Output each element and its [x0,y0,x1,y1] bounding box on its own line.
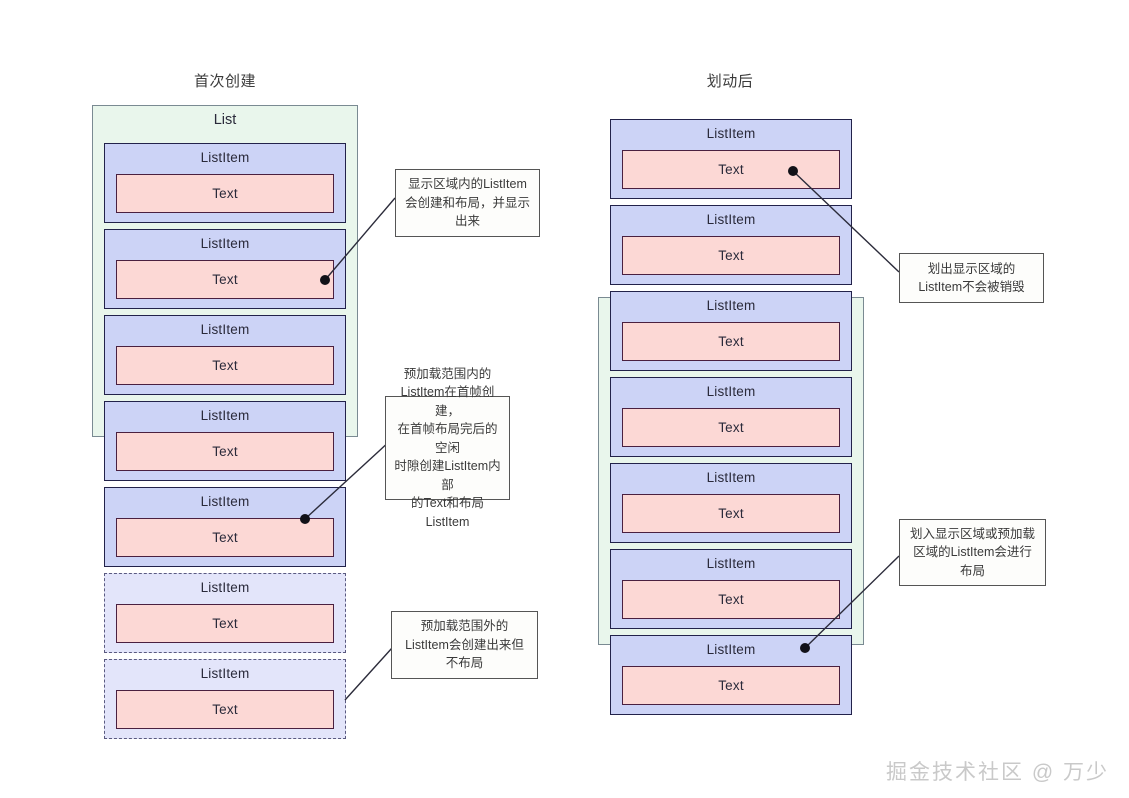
left-column-title: 首次创建 [193,73,256,90]
left-list-item-5-text: Text [212,530,238,545]
left-list-item-7-label: ListItem [200,666,250,681]
left-list-item-1[interactable]: ListItem Text [104,143,346,223]
left-list-item-3-text: Text [212,358,238,373]
left-list-item-3-label: ListItem [200,322,250,337]
right-list-item-3[interactable]: ListItem Text [610,291,852,371]
left-list-item-1-text-box[interactable]: Text [116,174,334,213]
left-list-item-1-text: Text [212,186,238,201]
right-list-item-4-text: Text [718,420,744,435]
right-list-item-2[interactable]: ListItem Text [610,205,852,285]
right-list-item-4-text-box[interactable]: Text [622,408,840,447]
right-list-item-6-label: ListItem [706,556,756,571]
left-list-item-6-text-box[interactable]: Text [116,604,334,643]
left-list-item-2-label: ListItem [200,236,250,251]
right-list-item-5-label: ListItem [706,470,756,485]
right-column-title: 划动后 [706,73,754,90]
right-list-item-1-label: ListItem [706,126,756,141]
right-list-item-3-label: ListItem [706,298,756,313]
leader-line-note3 [344,647,393,701]
left-list-item-5-label: ListItem [200,494,250,509]
right-list-item-3-text: Text [718,334,744,349]
left-list-item-7-text: Text [212,702,238,717]
left-list-item-2[interactable]: ListItem Text [104,229,346,309]
left-list-item-5[interactable]: ListItem Text [104,487,346,567]
right-list-item-5-text: Text [718,506,744,521]
right-list-item-2-text: Text [718,248,744,263]
note-visible-area-text: 显示区域内的ListItem 会创建和布局，并显示 出来 [404,177,530,229]
note-preload-inside-text: 预加载范围内的 ListItem在首帧创建， 在首帧布局完后的空闲 时隙创建Li… [394,366,501,529]
right-list-item-2-label: ListItem [706,212,756,227]
right-list-item-1-text-box[interactable]: Text [622,150,840,189]
note-scrolled-in: 划入显示区域或预加载 区域的ListItem会进行 布局 [899,519,1046,586]
note-preload-outside: 预加载范围外的 ListItem会创建出来但 不布局 [391,611,538,679]
left-list-item-2-text: Text [212,272,238,287]
left-list-item-1-label: ListItem [200,150,250,165]
watermark: 掘金技术社区 @ 万少 [886,761,1109,784]
right-list-item-7-text-box[interactable]: Text [622,666,840,705]
left-list-item-2-text-box[interactable]: Text [116,260,334,299]
left-list-item-6[interactable]: ListItem Text [104,573,346,653]
right-list-item-1-text: Text [718,162,744,177]
note-scrolled-out: 划出显示区域的 ListItem不会被销毁 [899,253,1044,303]
right-list-item-6[interactable]: ListItem Text [610,549,852,629]
left-list-item-4-label: ListItem [200,408,250,423]
note-preload-inside: 预加载范围内的 ListItem在首帧创建， 在首帧布局完后的空闲 时隙创建Li… [385,367,510,529]
left-list-item-7-text-box[interactable]: Text [116,690,334,729]
left-list-item-4[interactable]: ListItem Text [104,401,346,481]
left-list-item-4-text-box[interactable]: Text [116,432,334,471]
left-list-item-5-text-box[interactable]: Text [116,518,334,557]
left-list-item-4-text: Text [212,444,238,459]
left-list-item-6-label: ListItem [200,580,250,595]
left-list-item-6-text: Text [212,616,238,631]
right-list-item-6-text: Text [718,592,744,607]
left-list-item-3[interactable]: ListItem Text [104,315,346,395]
note-visible-area: 显示区域内的ListItem 会创建和布局，并显示 出来 [395,169,540,237]
right-list-item-2-text-box[interactable]: Text [622,236,840,275]
note-scrolled-in-text: 划入显示区域或预加载 区域的ListItem会进行 布局 [909,526,1035,578]
right-list-item-5[interactable]: ListItem Text [610,463,852,543]
right-list-item-3-text-box[interactable]: Text [622,322,840,361]
note-preload-outside-text: 预加载范围外的 ListItem会创建出来但 不布局 [405,619,524,671]
right-list-item-4[interactable]: ListItem Text [610,377,852,457]
right-list-item-6-text-box[interactable]: Text [622,580,840,619]
right-list-item-7[interactable]: ListItem Text [610,635,852,715]
note-scrolled-out-text: 划出显示区域的 ListItem不会被销毁 [918,261,1025,295]
left-list-label: List [213,112,237,128]
right-list-item-7-text: Text [718,678,744,693]
left-list-item-7[interactable]: ListItem Text [104,659,346,739]
right-list-item-1[interactable]: ListItem Text [610,119,852,199]
left-list-item-3-text-box[interactable]: Text [116,346,334,385]
right-list-item-7-label: ListItem [706,642,756,657]
right-list-item-5-text-box[interactable]: Text [622,494,840,533]
right-list-item-4-label: ListItem [706,384,756,399]
